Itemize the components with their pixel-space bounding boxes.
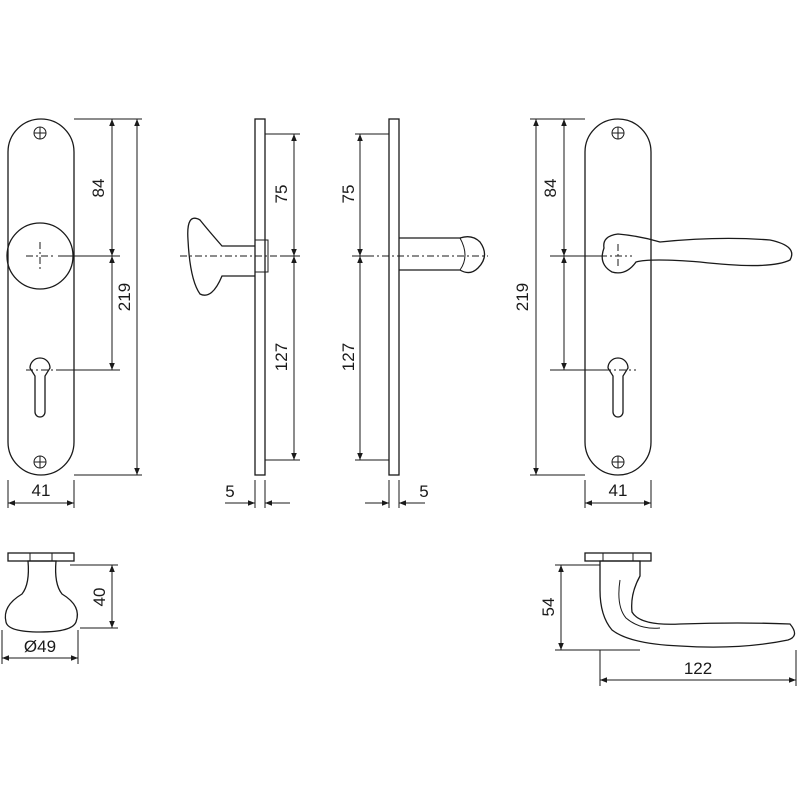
- front-knob-plate-view: 84 219 41: [6, 118, 142, 508]
- dim-40: 40: [90, 588, 109, 607]
- lever-handle-outline: [601, 233, 793, 274]
- dim-84-knob: 84: [89, 179, 108, 198]
- keyhole-cylinder-cutout-lever: [607, 357, 629, 418]
- knob-body: [4, 560, 79, 633]
- side-knob-view: 75 127 5: [180, 118, 300, 508]
- dim-84-lever: 84: [541, 179, 560, 198]
- front-lever-plate-view: 219 84 41: [513, 118, 793, 508]
- keyhole-cylinder-cutout: [29, 357, 51, 418]
- dim-41-lever: 41: [609, 481, 628, 500]
- knob-side-plate: [254, 118, 266, 476]
- dim-75-knob-side: 75: [272, 185, 291, 204]
- dim-127-knob-side: 127: [272, 343, 291, 371]
- knob-detail-view: 40 Ø49: [1, 552, 118, 664]
- knob-rose-plate: [7, 552, 75, 562]
- knob-side-profile: [187, 217, 255, 296]
- dim-219-lever: 219: [513, 283, 532, 311]
- lever-rose-plate: [584, 552, 652, 562]
- lever-side-plate: [388, 118, 400, 476]
- dim-54: 54: [539, 598, 558, 617]
- dim-diameter-49: Ø49: [24, 637, 56, 656]
- lever-body: [599, 560, 796, 648]
- lever-side-profile: [399, 236, 486, 274]
- dim-5-knob-side: 5: [225, 482, 234, 501]
- dim-41-knob: 41: [32, 481, 51, 500]
- dim-122: 122: [684, 659, 712, 678]
- lever-backplate: [584, 118, 652, 476]
- dim-219-knob: 219: [115, 283, 134, 311]
- side-lever-view: 75 127 5: [339, 118, 488, 508]
- lever-detail-view: 54 122: [539, 552, 797, 686]
- dim-75-lever-side: 75: [339, 185, 358, 204]
- dim-127-lever-side: 127: [339, 343, 358, 371]
- dim-5-lever-side: 5: [419, 482, 428, 501]
- knob-backplate: [7, 118, 75, 476]
